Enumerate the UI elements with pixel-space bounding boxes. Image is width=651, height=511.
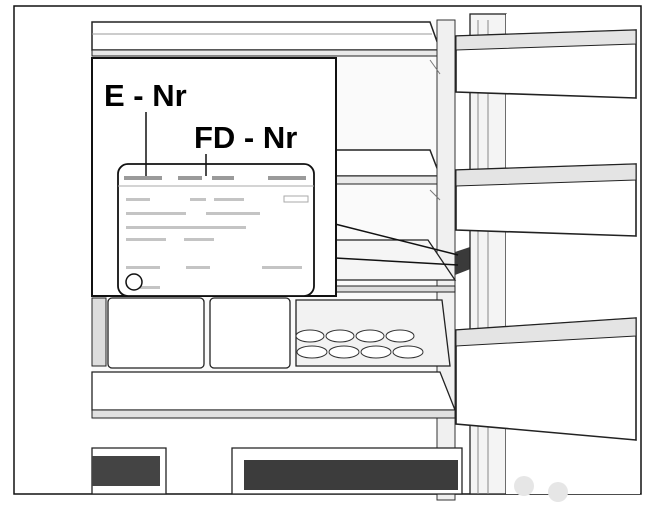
rating-plate-callout: E - Nr FD - Nr bbox=[92, 58, 336, 296]
storage-box-left bbox=[108, 298, 204, 368]
fd-nr-label: FD - Nr bbox=[194, 120, 297, 155]
top-glass-shelf bbox=[92, 22, 440, 50]
fridge-door bbox=[456, 14, 640, 502]
e-nr-label: E - Nr bbox=[104, 78, 187, 113]
rating-plate bbox=[118, 164, 314, 296]
middle-glass-shelf bbox=[336, 150, 440, 176]
storage-box-middle bbox=[210, 298, 290, 368]
rating-plate-hole bbox=[126, 274, 142, 290]
